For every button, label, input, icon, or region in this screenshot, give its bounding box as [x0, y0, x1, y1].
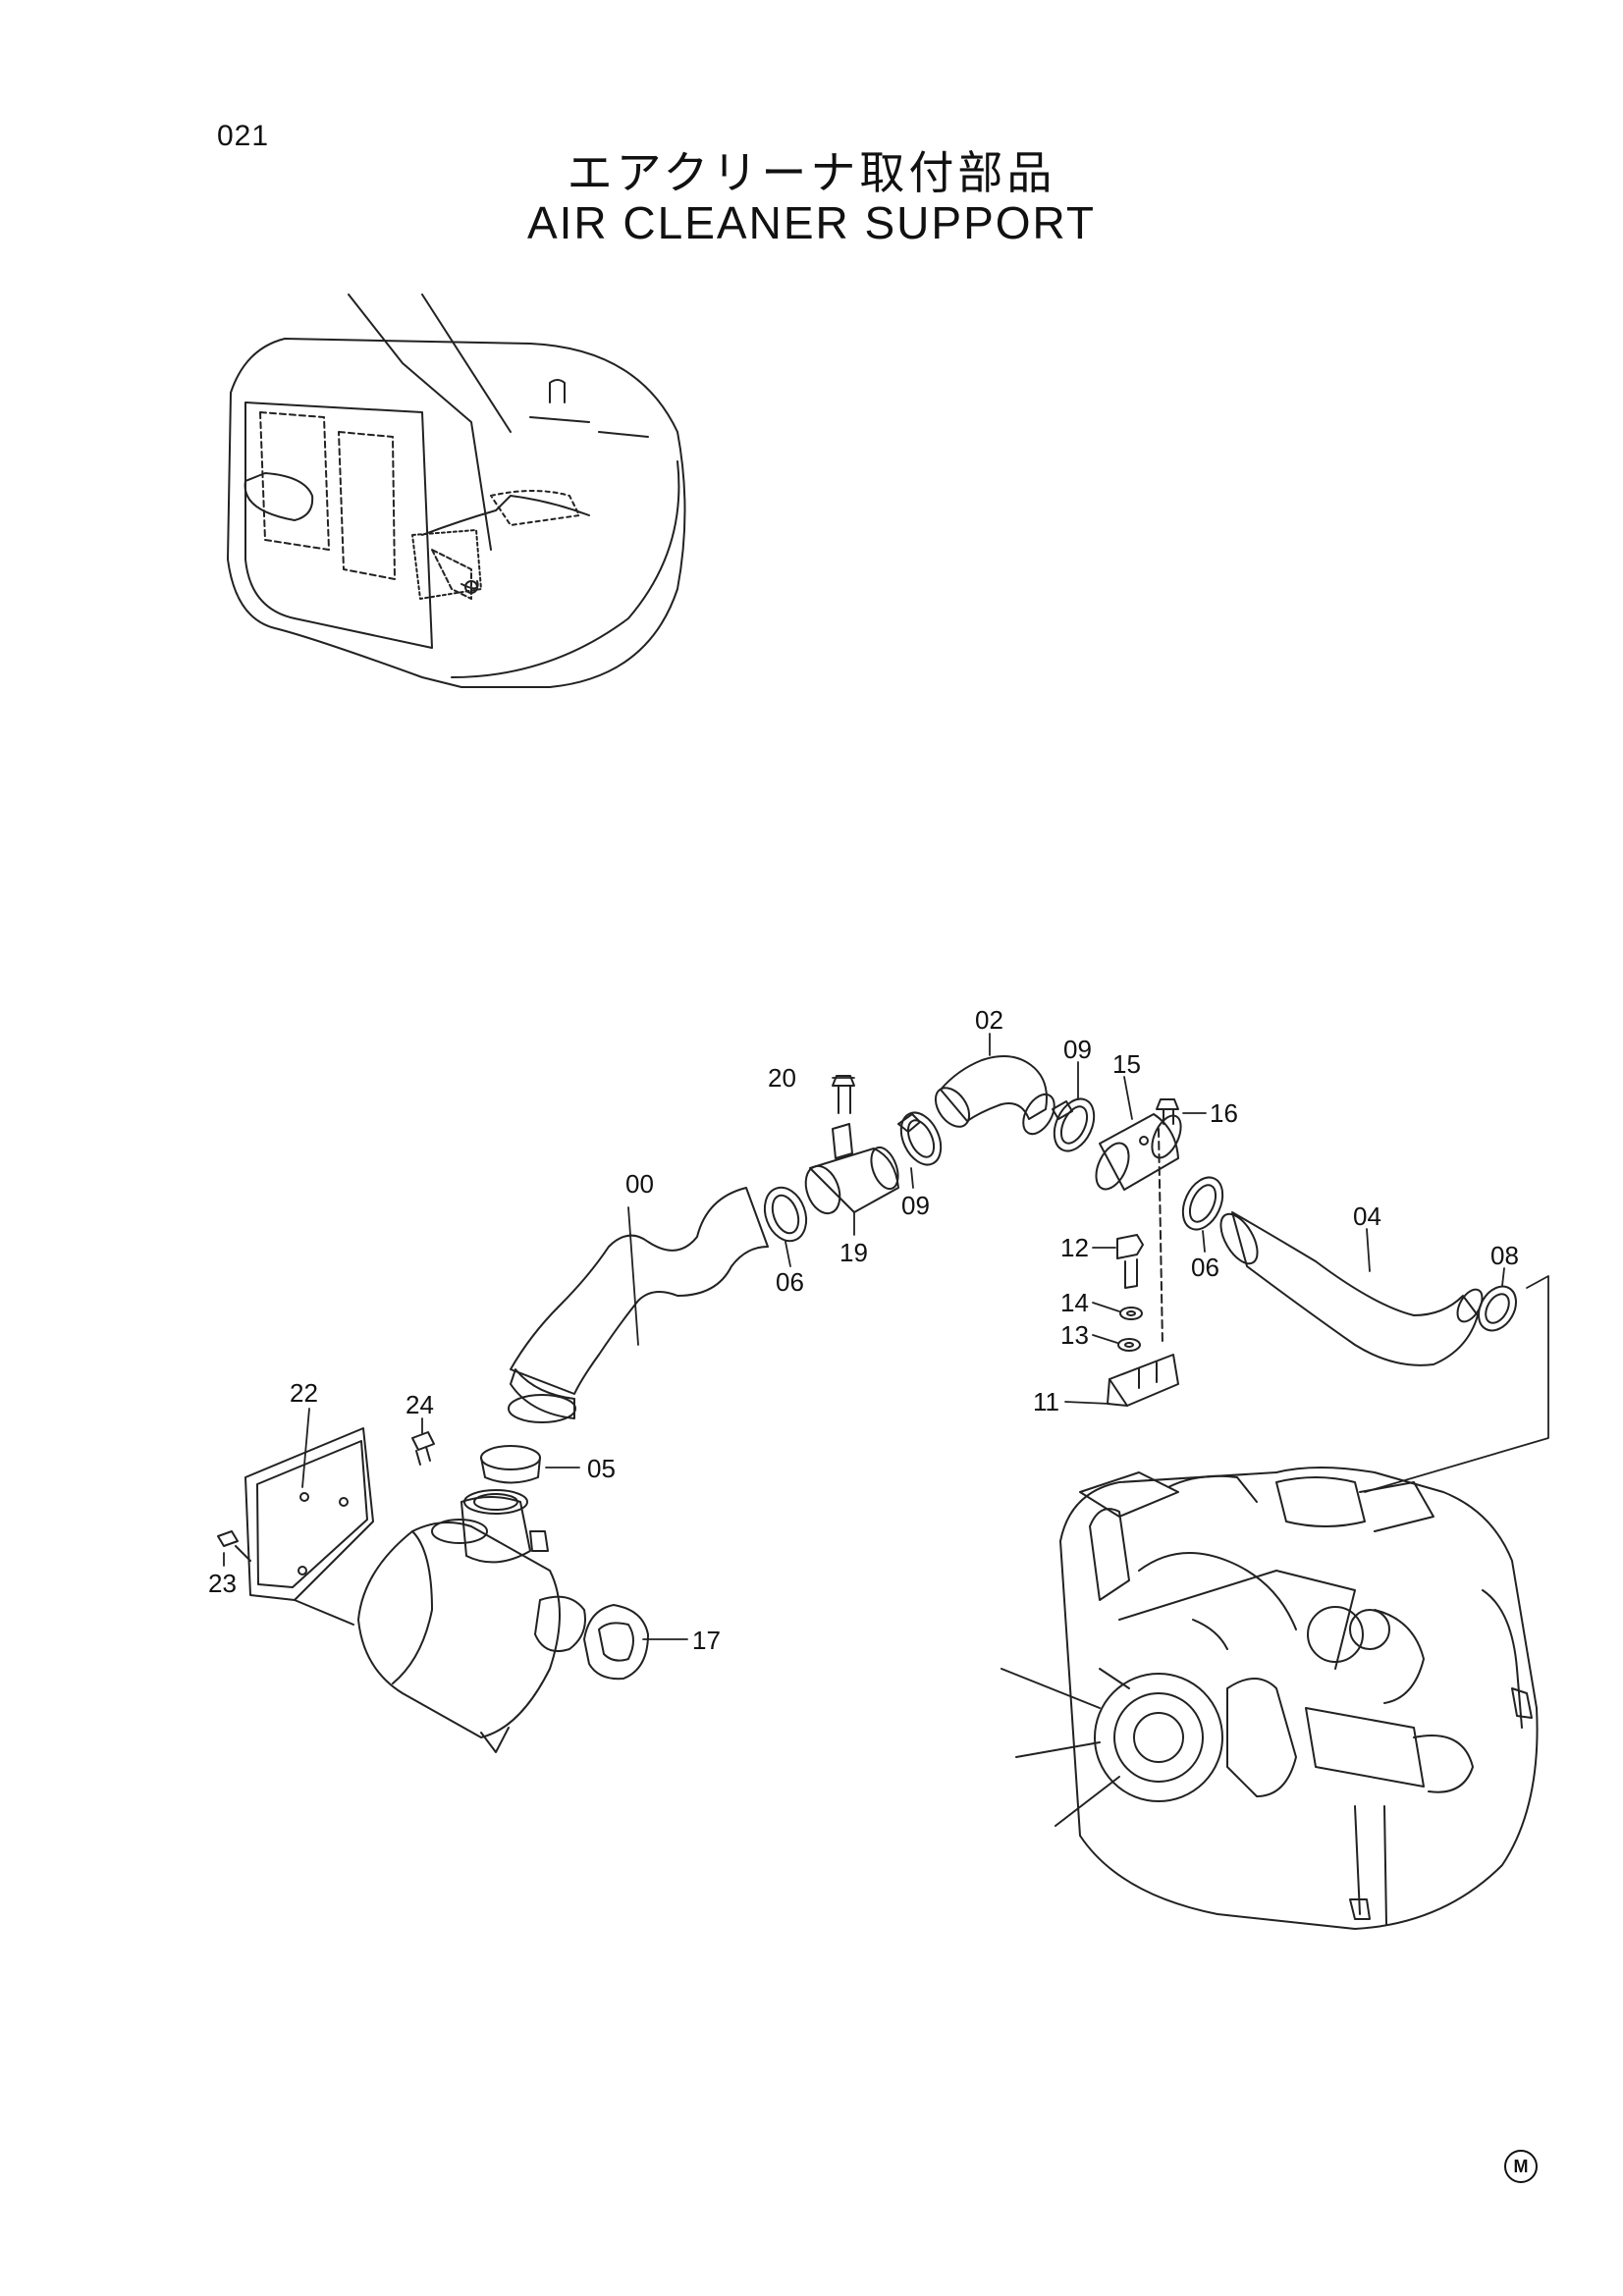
callout-13: 13: [1060, 1320, 1089, 1350]
callout-04: 04: [1353, 1201, 1381, 1231]
pipe-19: [804, 1075, 899, 1215]
callout-19: 19: [839, 1238, 868, 1267]
leader-lines: [223, 1033, 1549, 1640]
bracket-11-fasteners: [1107, 1234, 1179, 1407]
page-code: 021: [217, 120, 270, 152]
title-japanese: エアクリーナ取付部品: [567, 146, 1056, 199]
corner-mark: M: [1504, 2150, 1538, 2183]
air-cleaner-assembly: [357, 1445, 649, 1753]
callout-17: 17: [692, 1626, 721, 1655]
callout-05: 05: [587, 1454, 616, 1483]
callout-23: 23: [208, 1569, 237, 1598]
pipe-15: [1095, 1098, 1182, 1346]
callout-20: 20: [768, 1063, 796, 1093]
callout-14: 14: [1060, 1288, 1089, 1317]
callout-12: 12: [1060, 1233, 1089, 1262]
callout-16: 16: [1210, 1098, 1238, 1128]
callout-24: 24: [406, 1390, 434, 1419]
callout-11: 11: [1033, 1387, 1059, 1416]
title-english: AIR CLEANER SUPPORT: [526, 197, 1097, 248]
callout-09-right: 09: [1063, 1035, 1092, 1064]
callout-06-right: 06: [1191, 1253, 1219, 1282]
callout-22: 22: [290, 1378, 318, 1408]
callout-06-left: 06: [776, 1267, 804, 1297]
hose-clamps: [763, 1097, 1517, 1332]
callout-08: 08: [1490, 1241, 1519, 1270]
elbow-hose-02: [934, 1055, 1055, 1136]
excavator-location-illustration: [227, 294, 686, 688]
callout-02: 02: [975, 1005, 1003, 1035]
mounting-plate-22: [217, 1427, 435, 1626]
callout-15: 15: [1112, 1049, 1141, 1079]
callout-labels: 00 02 04 05 06 06 08 09 09 11 12 13 14 1…: [208, 1005, 1519, 1655]
hose-04: [1219, 1211, 1484, 1366]
callout-00: 00: [625, 1169, 654, 1199]
engine-illustration: [1001, 1467, 1539, 1930]
callout-09-left: 09: [901, 1191, 930, 1220]
intake-hose-00: [508, 1187, 769, 1423]
